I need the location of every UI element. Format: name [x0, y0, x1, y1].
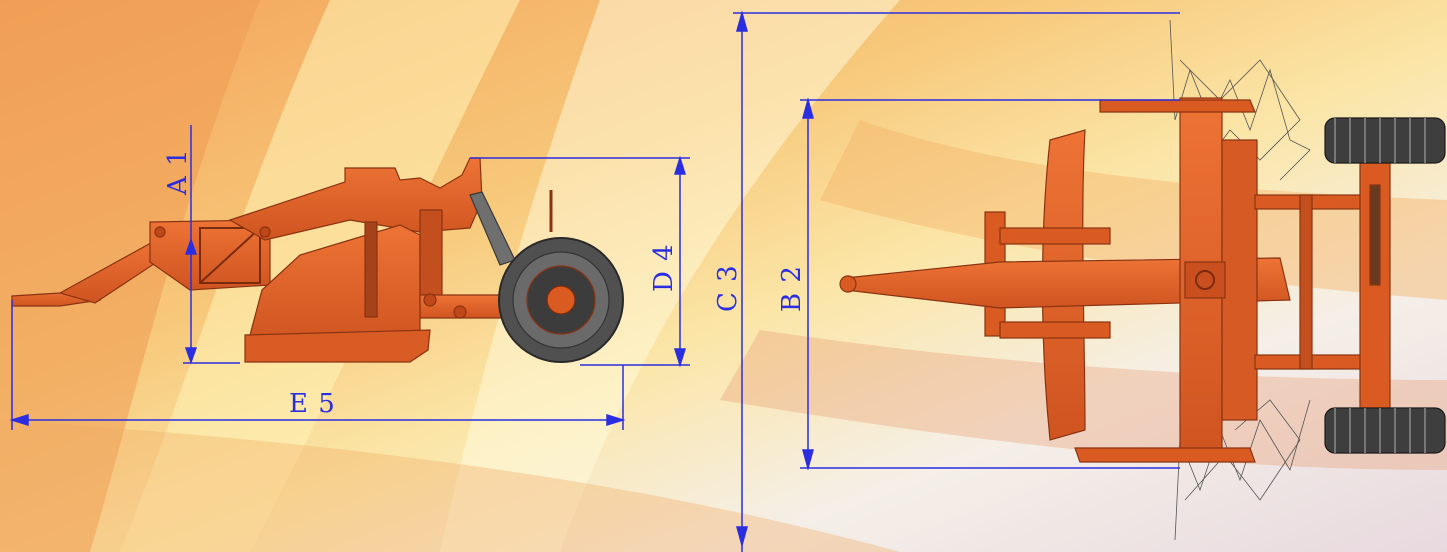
dimension-label-b: B 2	[777, 265, 807, 312]
dimension-lines	[9, 10, 1180, 552]
tire-top	[1324, 117, 1446, 164]
tire-bottom	[1324, 407, 1446, 454]
dimension-label-d: D 4	[649, 243, 679, 292]
side-view-machine	[11, 157, 624, 363]
dimension-label-a: A 1	[163, 148, 193, 196]
dimension-label-c: C 3	[713, 264, 743, 312]
top-view-machine	[839, 19, 1446, 541]
dimension-label-e: E 5	[289, 389, 336, 419]
